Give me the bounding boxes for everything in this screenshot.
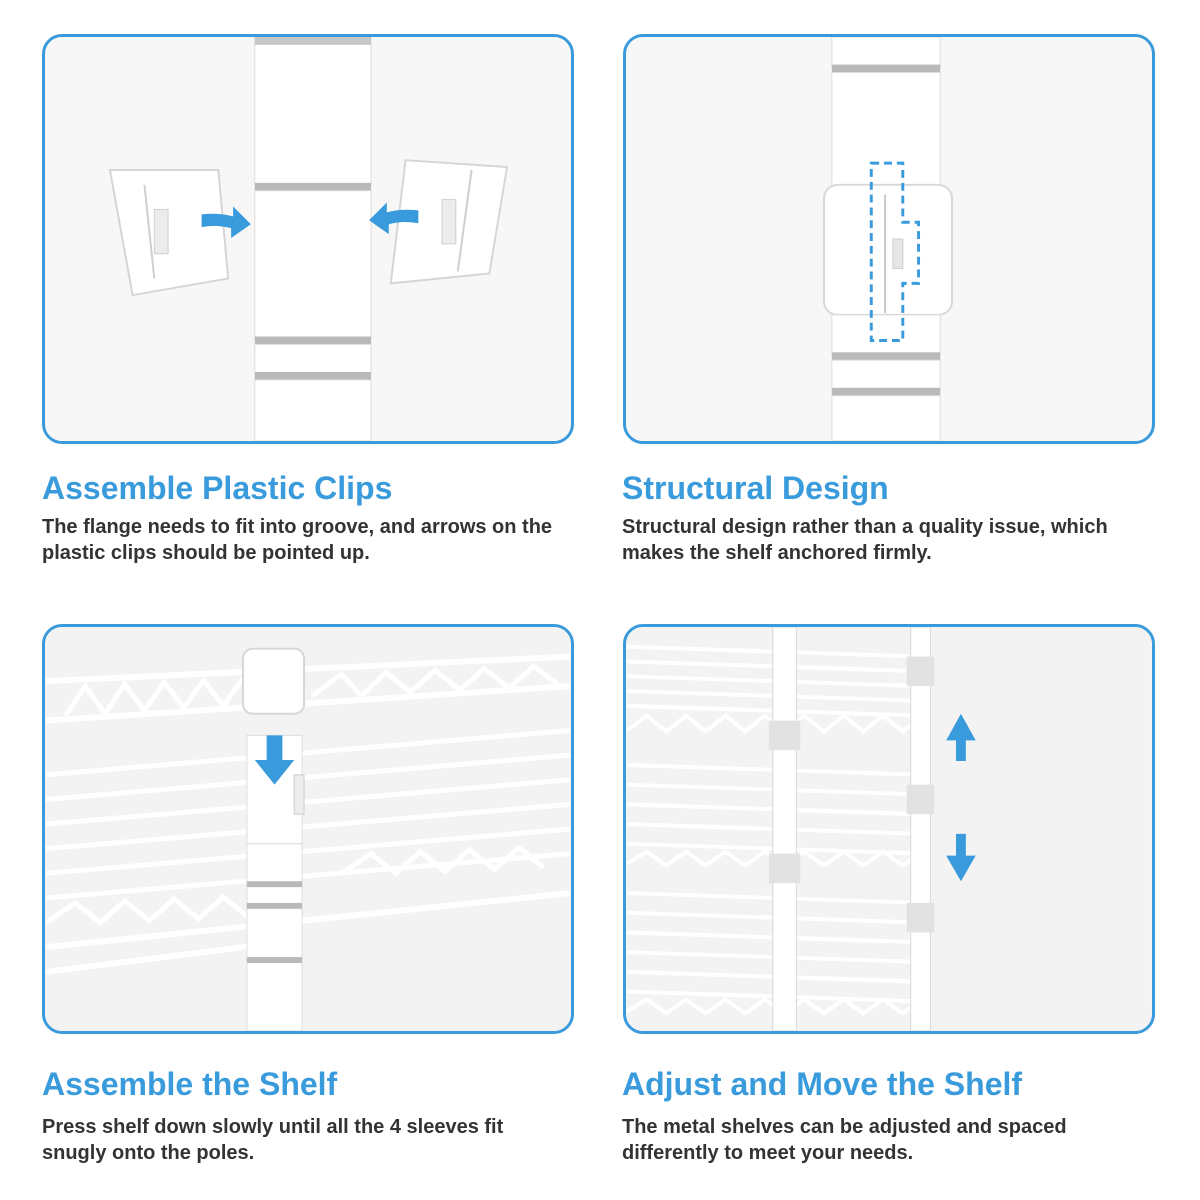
- panel-title: Assemble Plastic Clips: [42, 470, 393, 506]
- wire-shelf-illustration: [45, 653, 571, 975]
- arrow-left-icon: [369, 202, 419, 235]
- image-frame-shelf-assembly: [42, 624, 574, 1034]
- arrow-right-icon: [201, 206, 251, 239]
- shelf-assembly-illustration: [45, 627, 571, 1031]
- clip-outline-illustration: [869, 161, 921, 342]
- panel-description: Press shelf down slowly until all the 4 …: [42, 1116, 504, 1164]
- arrow-up-icon: [946, 713, 976, 762]
- sleeve-illustration: [241, 647, 306, 1031]
- pole-illustration: [822, 37, 954, 441]
- plastic-clip-illustration: [108, 169, 230, 297]
- panel-description: The metal shelves can be adjusted and sp…: [622, 1116, 1067, 1164]
- panel-assemble-clips: Assemble Plastic Clips The flange needs …: [0, 0, 600, 600]
- image-frame-clips: [42, 34, 574, 444]
- panel-description: The flange needs to fit into groove, and…: [42, 516, 553, 564]
- structure-illustration: [626, 37, 1152, 441]
- image-frame-structure: [623, 34, 1155, 444]
- panel-structural-design: Structural Design Structural design rath…: [600, 0, 1200, 600]
- panel-title: Structural Design: [622, 470, 889, 506]
- panel-assemble-shelf: Assemble the Shelf Press shelf down slow…: [0, 590, 600, 1190]
- panel-title: Assemble the Shelf: [42, 1066, 338, 1102]
- image-frame-shelf-adjust: [623, 624, 1155, 1034]
- panel-adjust-shelf: Adjust and Move the Shelf The metal shel…: [600, 590, 1200, 1190]
- plastic-clip-illustration: [389, 159, 509, 285]
- pole-illustration: [768, 627, 935, 1031]
- panel-description: Structural design rather than a quality …: [622, 516, 1108, 564]
- pole-illustration: [254, 37, 372, 441]
- arrow-down-icon: [946, 833, 976, 882]
- arrow-down-icon: [254, 735, 295, 785]
- shelf-adjust-illustration: [626, 627, 1152, 1031]
- clips-illustration: [45, 37, 571, 441]
- panel-title: Adjust and Move the Shelf: [622, 1066, 1023, 1102]
